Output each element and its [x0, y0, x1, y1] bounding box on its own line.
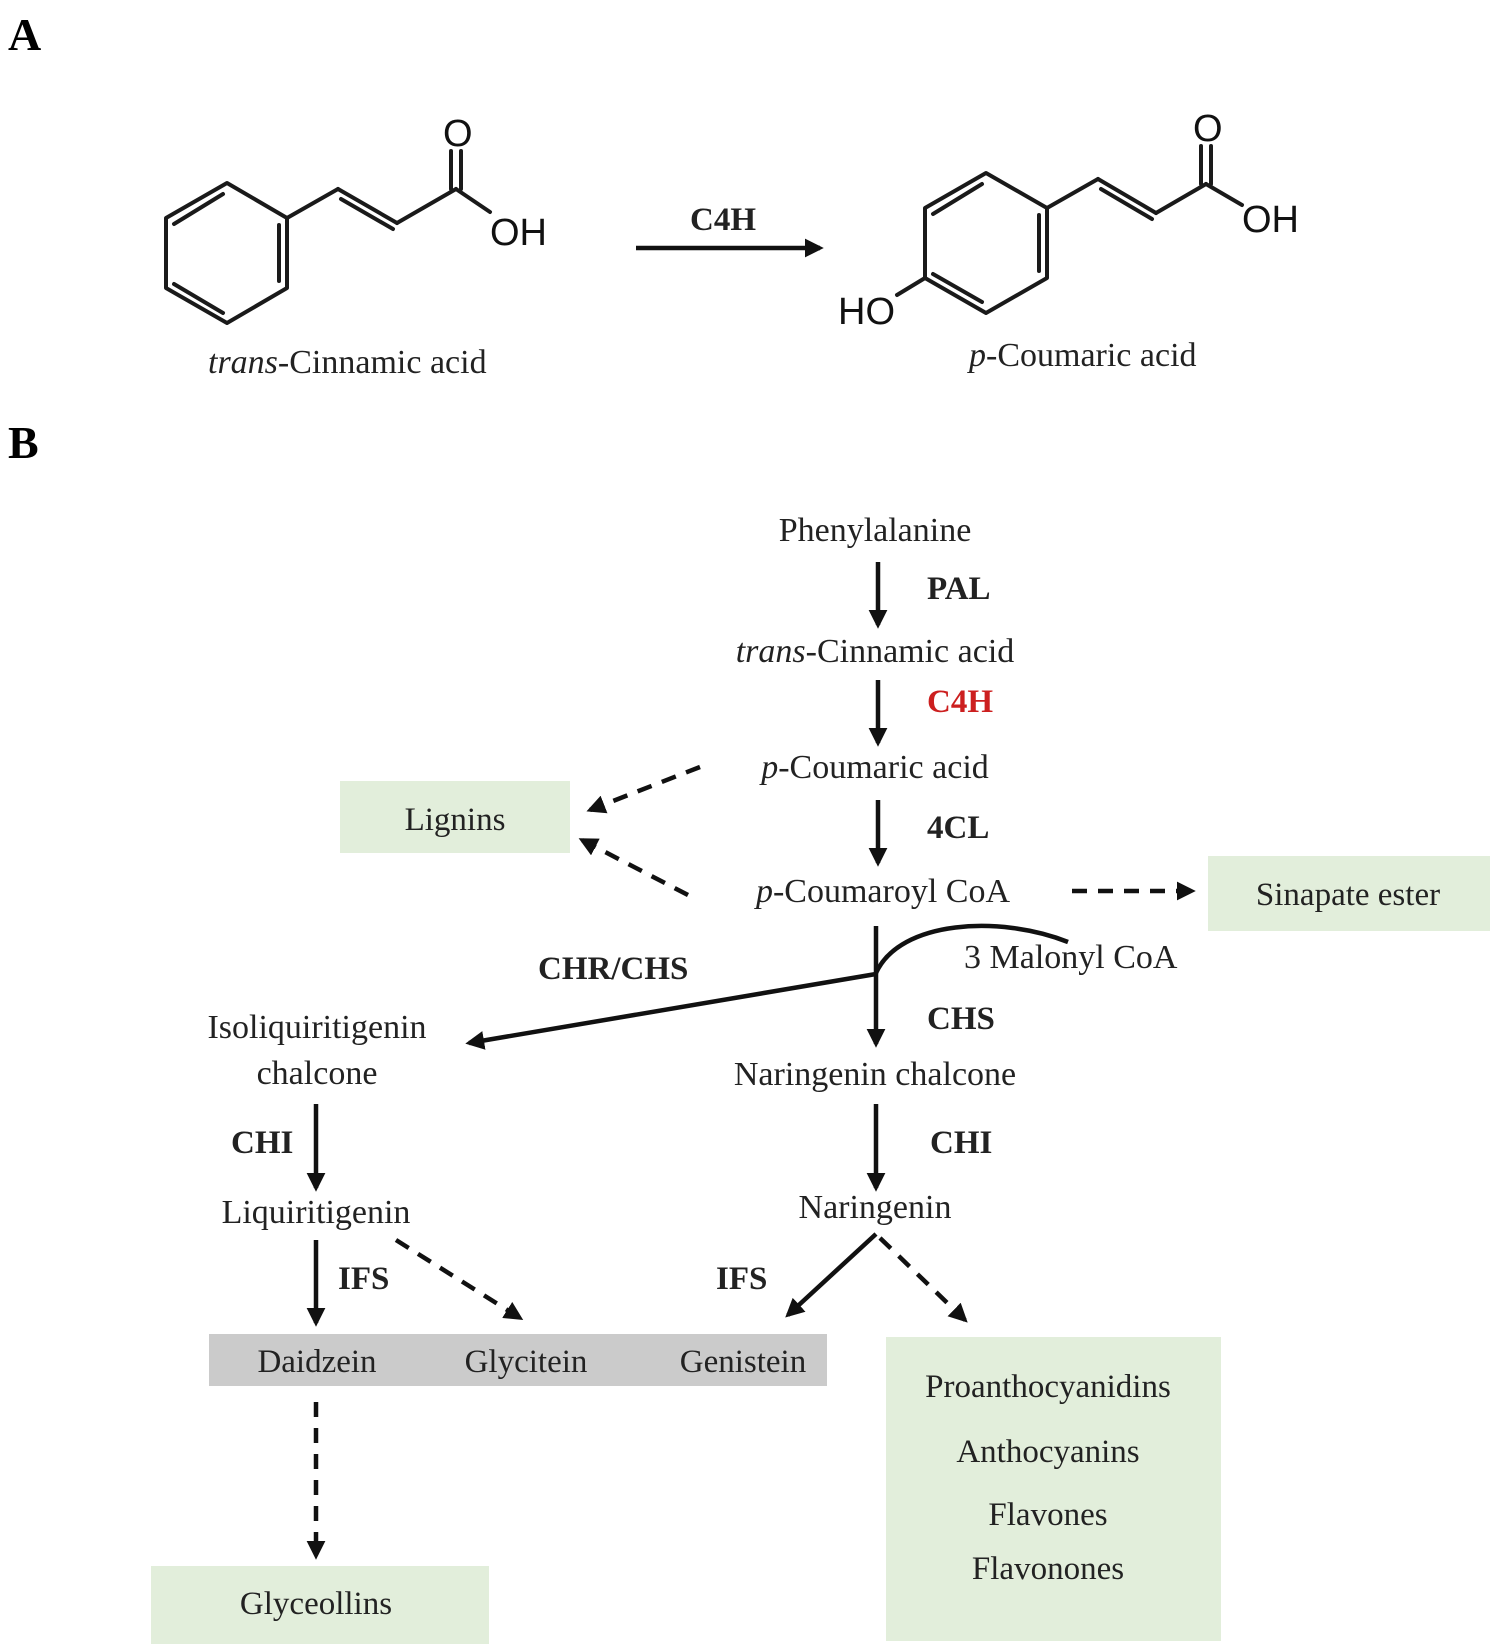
arrow-ifs-to-genistein [785, 1232, 878, 1318]
isoliquiritigenin-chalcone-label: chalcone [257, 1055, 378, 1092]
arrow-to-isoliquiritigenin-chalcone [465, 971, 877, 1050]
flavonoids-box [886, 1337, 1221, 1641]
4cl-enzyme-label: 4CL [927, 810, 989, 846]
chr-chs-enzyme-label: CHR/CHS [538, 951, 688, 987]
naringenin-label: Naringenin [799, 1189, 952, 1226]
coumaric-acid-name: p-Coumaric acid [967, 337, 1197, 374]
c4h-reaction-enzyme: C4H [690, 202, 756, 238]
dashed-arrow-coumaroyl-to-lignins [578, 838, 690, 897]
pal-enzyme-label: PAL [927, 571, 991, 607]
glyceollins-label: Glyceollins [240, 1586, 392, 1622]
p-coumaroyl-coa-label: p-Coumaroyl CoA [754, 873, 1010, 910]
panel-label-b: B [8, 417, 39, 468]
glyceollins-box [151, 1566, 489, 1644]
cinnamic-acid-structure [164, 149, 492, 325]
liquiritigenin-label: Liquiritigenin [222, 1194, 411, 1231]
malonyl-coa-joining-curve [873, 923, 1069, 974]
isoliquiritigenin-label: Isoliquiritigenin [207, 1009, 426, 1046]
chi-left-enzyme-label: CHI [231, 1125, 293, 1161]
phenylalanine-label: Phenylalanine [779, 512, 972, 549]
cinnamic-acid-name: trans-Cinnamic acid [208, 344, 487, 381]
c4h-enzyme-label: C4H [927, 684, 993, 720]
naringenin-chalcone-label: Naringenin chalcone [734, 1056, 1016, 1093]
cinnamic-acid-oh: OH [490, 212, 547, 254]
isoflavones-box [209, 1334, 827, 1386]
anthocyanins-label: Anthocyanins [956, 1434, 1139, 1470]
malonyl-coa-label: 3 Malonyl CoA [964, 939, 1178, 976]
flavonones-label: Flavonones [972, 1551, 1124, 1587]
genistein-label: Genistein [680, 1344, 806, 1380]
cinnamic-acid-carbonyl-o: O [443, 113, 473, 155]
ifs-right-enzyme-label: IFS [716, 1261, 767, 1297]
ifs-left-enzyme-label: IFS [338, 1261, 389, 1297]
coumaric-acid-structure [895, 144, 1244, 315]
glycitein-label: Glycitein [465, 1344, 588, 1380]
sinapate-ester-box [1208, 856, 1490, 931]
dashed-arrow-naringenin-to-flavonoids [878, 1236, 968, 1323]
flavones-label: Flavones [988, 1497, 1107, 1533]
proanthocyanidins-label: Proanthocyanidins [925, 1369, 1171, 1405]
coumaric-acid-oh: OH [1242, 199, 1299, 241]
sinapate-ester-label: Sinapate ester [1256, 877, 1440, 913]
dashed-arrow-liquiritigenin-to-glycitein [394, 1238, 524, 1321]
lignins-label: Lignins [405, 802, 506, 838]
coumaric-acid-carbonyl-o: O [1193, 108, 1223, 150]
p-coumaric-acid-label: p-Coumaric acid [759, 749, 989, 786]
daidzein-label: Daidzein [257, 1344, 376, 1380]
chs-enzyme-label: CHS [927, 1001, 995, 1037]
lignins-box [340, 781, 570, 853]
coumaric-acid-ho: HO [838, 291, 895, 333]
chi-right-enzyme-label: CHI [930, 1125, 992, 1161]
trans-cinnamic-acid-label: trans-Cinnamic acid [736, 633, 1015, 670]
dashed-arrow-coumaric-to-lignins [586, 764, 701, 814]
panel-label-a: A [8, 9, 41, 60]
